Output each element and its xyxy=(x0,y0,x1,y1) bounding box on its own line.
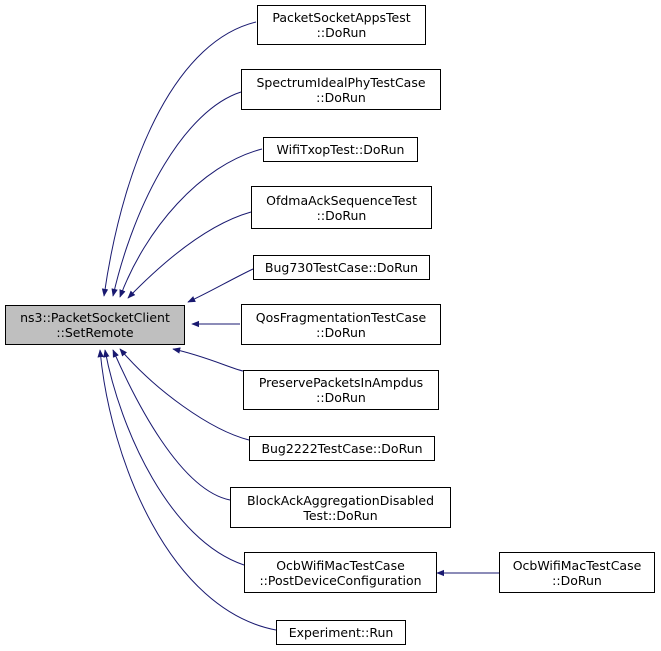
edge-n3 xyxy=(119,148,263,298)
node-label-line2: ::DoRun xyxy=(316,25,367,40)
node-label-line1: OcbWifiMacTestCase xyxy=(276,557,405,573)
node-label-line1: OfdmaAckSequenceTest xyxy=(266,192,417,208)
node-label-line1: ns3::PacketSocketClient xyxy=(20,310,170,325)
edge-n5 xyxy=(187,268,254,303)
node-bug730-test-case-dorun[interactable]: Bug730TestCase::DoRun xyxy=(253,255,430,280)
node-label-line1: Bug2222TestCase::DoRun xyxy=(261,441,423,456)
node-ocb-wifi-mac-test-case-dorun[interactable]: OcbWifiMacTestCase ::DoRun xyxy=(499,552,655,593)
node-label-line2: ::DoRun xyxy=(316,324,366,340)
node-label-line2: ::DoRun xyxy=(552,572,602,588)
node-label-line2: ::DoRun xyxy=(316,207,367,223)
node-label-line1: QosFragmentationTestCase xyxy=(255,309,427,325)
edge-n1 xyxy=(101,21,257,297)
node-label-line1: WifiTxopTest::DoRun xyxy=(276,142,405,157)
node-label-line2: ::DoRun xyxy=(316,89,366,105)
node-label-line1: OcbWifiMacTestCase xyxy=(512,557,642,573)
edge-n7 xyxy=(172,347,244,372)
node-experiment-run[interactable]: Experiment::Run xyxy=(276,620,406,645)
edge-n2 xyxy=(111,91,242,297)
node-label-line1: PreservePacketsInAmpdus xyxy=(258,375,424,390)
node-preserve-packets-in-ampdus-dorun[interactable]: PreservePacketsInAmpdus ::DoRun xyxy=(243,370,439,410)
node-label-line1: PacketSocketAppsTest xyxy=(272,10,411,25)
node-label-line2: ::PostDeviceConfiguration xyxy=(259,572,422,588)
node-label-line1: BlockAckAggregationDisabled xyxy=(246,492,435,508)
node-bug2222-test-case-dorun[interactable]: Bug2222TestCase::DoRun xyxy=(249,436,435,461)
edge-n9 xyxy=(112,349,231,501)
edge-n4 xyxy=(127,211,252,299)
node-packet-socket-client-set-remote: ns3::PacketSocketClient ::SetRemote xyxy=(5,305,185,345)
node-label-line1: SpectrumIdealPhyTestCase xyxy=(256,74,426,90)
node-qos-fragmentation-test-case-dorun[interactable]: QosFragmentationTestCase ::DoRun xyxy=(241,304,441,345)
node-label-line2: ::DoRun xyxy=(316,390,366,405)
node-label-line2: ::SetRemote xyxy=(56,325,134,340)
node-label-line1: Bug730TestCase::DoRun xyxy=(264,260,419,275)
node-block-ack-aggregation-disabled-test-dorun[interactable]: BlockAckAggregationDisabled Test::DoRun xyxy=(230,487,451,528)
node-ofdma-ack-sequence-test-dorun[interactable]: OfdmaAckSequenceTest ::DoRun xyxy=(251,186,432,229)
edge-n10 xyxy=(103,349,245,566)
node-label-line1: Experiment::Run xyxy=(288,625,394,640)
edge-n11 xyxy=(97,349,277,631)
node-spectrum-ideal-phy-test-case-dorun[interactable]: SpectrumIdealPhyTestCase ::DoRun xyxy=(241,69,441,110)
node-wifi-txop-test-dorun[interactable]: WifiTxopTest::DoRun xyxy=(263,137,418,162)
node-ocb-wifi-mac-test-case-post-device-configuration[interactable]: OcbWifiMacTestCase ::PostDeviceConfigura… xyxy=(244,552,437,593)
node-label-line2: Test::DoRun xyxy=(303,507,378,523)
edge-n8 xyxy=(119,348,250,441)
node-packet-socket-apps-test-dorun[interactable]: PacketSocketAppsTest ::DoRun xyxy=(257,5,426,45)
